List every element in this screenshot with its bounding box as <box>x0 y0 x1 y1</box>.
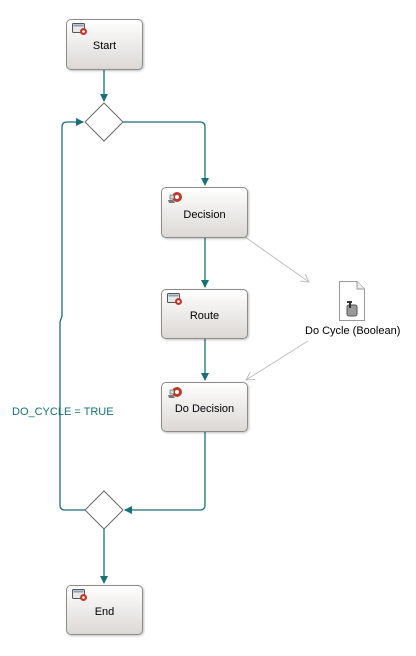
route-node[interactable]: Route <box>161 289 248 339</box>
flow-loop-back-to-merge[interactable] <box>59 118 85 511</box>
document-data-icon <box>339 281 365 321</box>
subprocess-icon <box>72 23 87 35</box>
end-label: End <box>94 606 115 618</box>
decision-label: Decision <box>183 209 226 221</box>
end-node[interactable]: End <box>66 585 143 635</box>
route-label: Route <box>189 310 220 322</box>
start-label: Start <box>92 40 117 52</box>
condition-label: DO_CYCLE = TRUE <box>12 406 114 418</box>
subprocess-icon <box>72 589 87 601</box>
start-node[interactable]: Start <box>66 19 143 70</box>
decision-task-icon <box>168 192 182 203</box>
flow-merge-to-decision[interactable] <box>123 121 209 186</box>
do-decision-node[interactable]: Do Decision <box>161 382 248 432</box>
association-data-to-do-decision[interactable] <box>246 340 309 380</box>
decision-task-icon <box>168 387 182 398</box>
flow-do-decision-to-loop-gateway[interactable] <box>124 432 206 514</box>
subprocess-icon <box>167 293 182 305</box>
loop-gateway[interactable] <box>84 490 124 530</box>
data-object-label: Do Cycle (Boolean) <box>305 325 401 337</box>
decision-node[interactable]: Decision <box>161 187 248 238</box>
data-object[interactable] <box>338 281 366 321</box>
merge-gateway[interactable] <box>84 102 124 142</box>
do-decision-label: Do Decision <box>174 403 235 415</box>
association-decision-to-data[interactable] <box>244 236 309 282</box>
